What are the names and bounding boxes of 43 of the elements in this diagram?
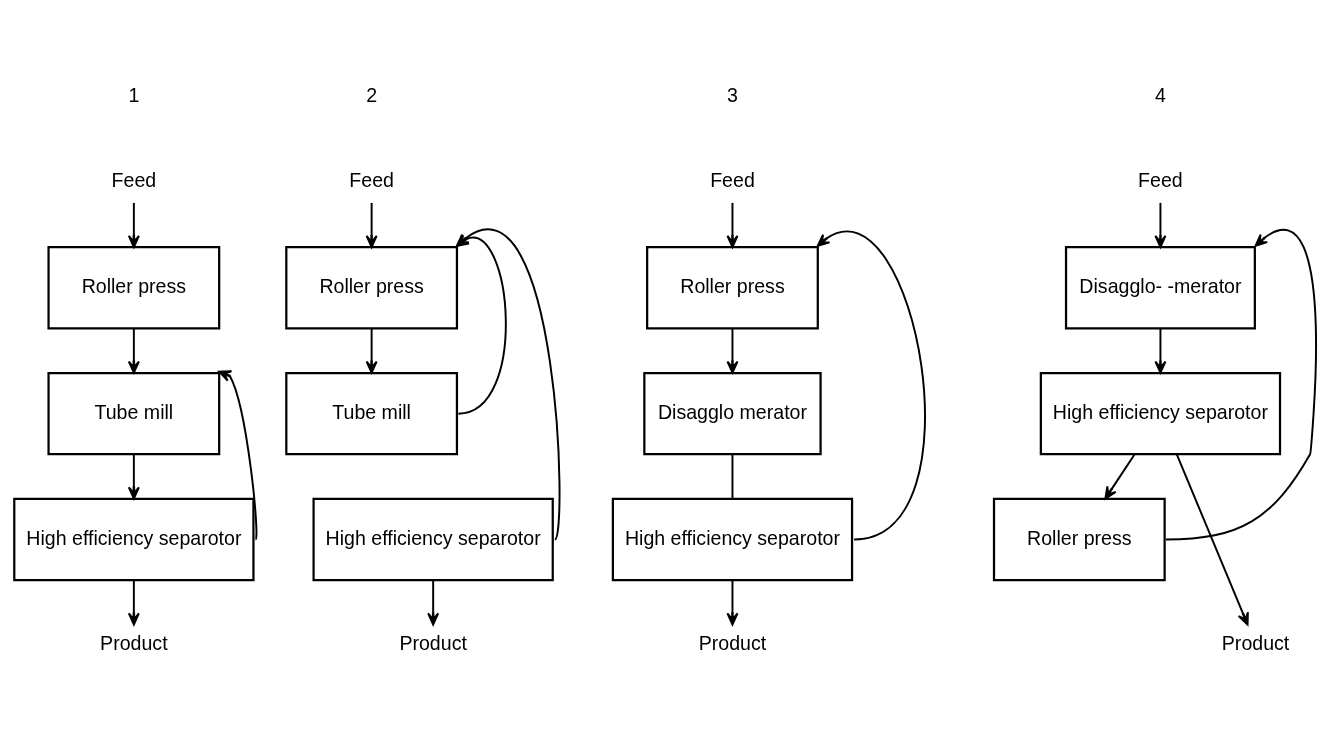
arrow — [127, 327, 140, 374]
label: 1 — [128, 83, 140, 106]
arrow — [127, 453, 140, 500]
arrow — [455, 233, 507, 415]
arrow — [427, 578, 440, 626]
connector — [731, 453, 734, 500]
node-box: High efficiency separotor — [13, 497, 255, 581]
arrow — [365, 201, 378, 248]
node-text: Feed — [349, 168, 394, 191]
arrow — [1154, 201, 1167, 248]
node-box: Roller press — [47, 245, 221, 329]
node-box: Roller press — [285, 245, 459, 329]
node-text: Feed — [111, 168, 157, 191]
node-box: Disagglo- -merator — [1064, 245, 1256, 329]
node-box: High efficiency separotor — [1039, 371, 1282, 455]
node-text: Product — [698, 631, 767, 654]
arrow — [127, 578, 140, 626]
node-box: Tube mill — [47, 371, 221, 455]
node-text: Feed — [1138, 168, 1183, 191]
arrow — [455, 227, 561, 540]
label: 3 — [727, 83, 738, 106]
node-box: High efficiency separotor — [312, 497, 554, 581]
node-box: High efficiency separotor — [611, 497, 854, 581]
node-box: Roller press — [646, 245, 819, 329]
arrow — [1154, 327, 1167, 374]
node-text: Feed — [710, 168, 755, 191]
node-text: Product — [399, 631, 467, 654]
node-text: Product — [100, 631, 168, 654]
arrow — [726, 578, 739, 626]
arrow — [1175, 452, 1249, 625]
node-box: Roller press — [992, 497, 1166, 581]
label: 2 — [366, 83, 378, 106]
arrow — [816, 229, 926, 540]
arrow — [726, 327, 739, 374]
arrow — [218, 369, 258, 540]
label: 4 — [1154, 83, 1166, 106]
arrow — [127, 201, 140, 248]
arrow — [726, 201, 739, 248]
node-box: Disagglo merator — [643, 371, 822, 455]
arrow — [365, 327, 378, 374]
node-box: Tube mill — [285, 371, 459, 455]
node-text: Product — [1221, 631, 1290, 654]
arrow — [1104, 453, 1136, 500]
